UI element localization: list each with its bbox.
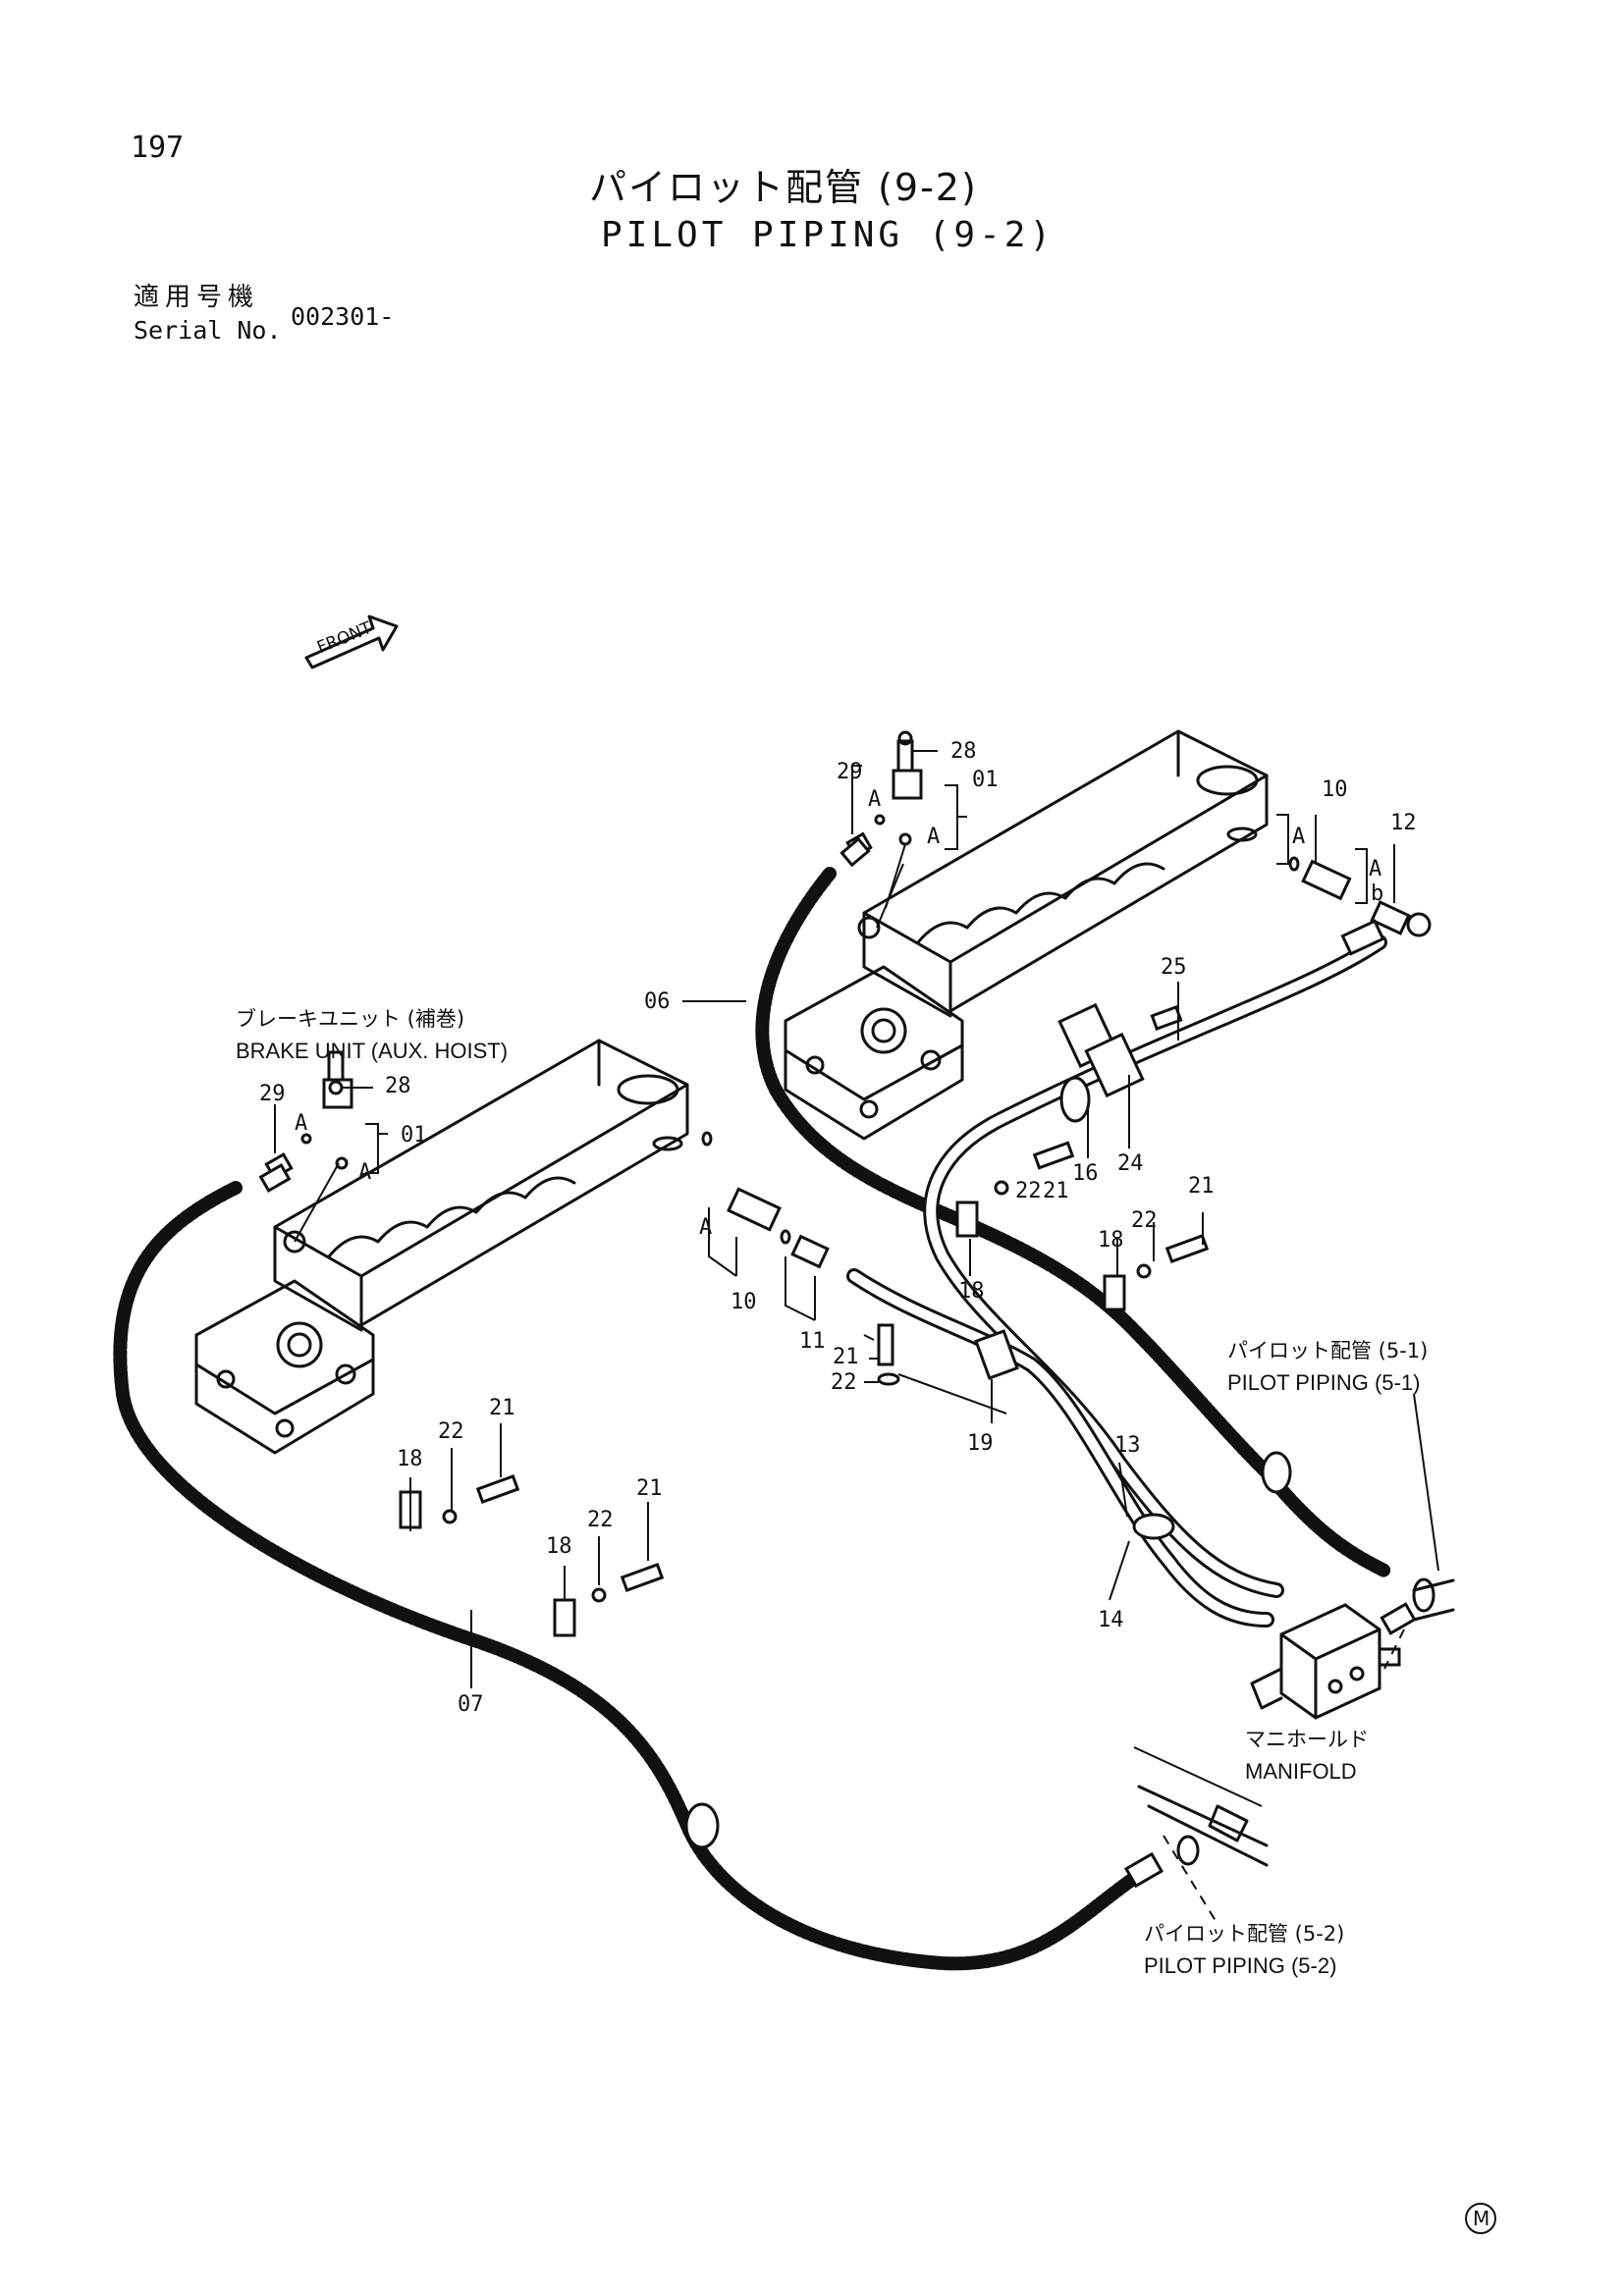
callout-06: 06: [644, 989, 671, 1014]
hose-06: [755, 836, 1391, 1577]
callout-14: 14: [1098, 1608, 1124, 1632]
pilot-piping-5-2-label-japanese: パイロット配管 (5-2): [1144, 1922, 1345, 1946]
callout-b-upper-12: b: [1371, 881, 1384, 906]
callout-21-lower: 21: [833, 1345, 859, 1369]
clamps: [399, 1002, 1292, 1849]
footer-mark: M: [1473, 2207, 1490, 2230]
callout-a-lower-10: A: [699, 1215, 713, 1240]
callout-a-upper-12: A: [1369, 857, 1382, 881]
page-title-japanese: パイロット配管 (9-2): [589, 166, 978, 209]
callout-10-lower: 10: [731, 1290, 757, 1314]
fitting-group-lower: [264, 1050, 388, 1180]
brake-unit-label-english: BRAKE UNIT (AUX. HOIST): [236, 1039, 509, 1063]
manifold-label-english: MANIFOLD: [1245, 1759, 1357, 1784]
callout-21-left-1: 21: [489, 1396, 515, 1420]
serial-label-japanese: 適用号機: [134, 283, 260, 312]
callout-11: 11: [799, 1329, 826, 1354]
pilot-pipe-5-2-connection: [1137, 1785, 1269, 1925]
page-title-english: PILOT PIPING (9-2): [601, 215, 1056, 255]
callout-18-right: 18: [1098, 1228, 1124, 1253]
brake-unit-lower: [194, 1039, 689, 1455]
callout-25: 25: [1161, 955, 1187, 980]
fitting-group-lower-right: [701, 1131, 830, 1321]
pilot-piping-5-1-label-english: PILOT PIPING (5-1): [1227, 1370, 1421, 1395]
callout-22-left-2: 22: [587, 1508, 614, 1532]
callout-21-mid: 21: [1043, 1179, 1069, 1203]
callout-21-left-2: 21: [636, 1476, 663, 1501]
callout-24: 24: [1117, 1151, 1144, 1176]
brake-unit-label-japanese: ブレーキユニット (補巻): [236, 1007, 465, 1031]
callout-28-lower: 28: [385, 1074, 411, 1098]
tube-13-14: [846, 919, 1387, 1628]
callout-21-right: 21: [1188, 1174, 1215, 1199]
callout-a-upper-10: A: [1292, 825, 1306, 849]
callout-18-left-1: 18: [397, 1447, 423, 1471]
callout-13: 13: [1114, 1433, 1141, 1458]
callout-22-lower: 22: [831, 1370, 857, 1395]
callout-07: 07: [458, 1692, 484, 1717]
callout-01-lower: 01: [401, 1123, 427, 1148]
callout-18-left-2: 18: [546, 1534, 572, 1559]
manifold: [1250, 1602, 1417, 1720]
footer-mark-circle: [1465, 2203, 1496, 2234]
callout-16: 16: [1072, 1161, 1099, 1186]
callout-29-upper: 29: [837, 760, 863, 784]
callout-29-lower: 29: [259, 1082, 286, 1106]
pilot-piping-5-1-label-japanese: パイロット配管 (5-1): [1227, 1339, 1429, 1362]
serial-number-value: 002301-: [291, 302, 395, 331]
callout-18-mid: 18: [958, 1279, 985, 1304]
front-arrow-icon: [304, 614, 399, 669]
fitting-group-upper-right: [1276, 814, 1432, 937]
callout-a-lower-1: A: [295, 1111, 308, 1136]
brake-unit-upper: [784, 729, 1269, 1141]
callout-12-upper: 12: [1390, 811, 1417, 835]
callout-a-upper-1: A: [868, 787, 882, 812]
bolts: [442, 1005, 1210, 1603]
callout-01-upper: 01: [972, 768, 999, 792]
leader-lines: [409, 982, 1439, 1807]
serial-label-english: Serial No.: [134, 316, 282, 345]
callout-19: 19: [967, 1431, 994, 1456]
callout-a-upper-2: A: [927, 825, 941, 849]
callout-22-left-1: 22: [438, 1419, 464, 1444]
manifold-label-japanese: マニホールド: [1245, 1728, 1369, 1751]
callout-28-upper: 28: [950, 739, 977, 764]
pilot-pipe-5-1-connection: [1383, 1577, 1455, 1670]
callout-a-lower-2: A: [358, 1160, 372, 1185]
pilot-piping-5-2-label-english: PILOT PIPING (5-2): [1144, 1953, 1337, 1978]
page-number: 197: [131, 131, 185, 165]
callout-22-mid: 22: [1015, 1179, 1042, 1203]
hose-07: [113, 1163, 1164, 1971]
fitting-group-upper: [845, 730, 967, 909]
callout-22-right: 22: [1131, 1208, 1158, 1233]
callout-10-upper: 10: [1322, 777, 1348, 802]
